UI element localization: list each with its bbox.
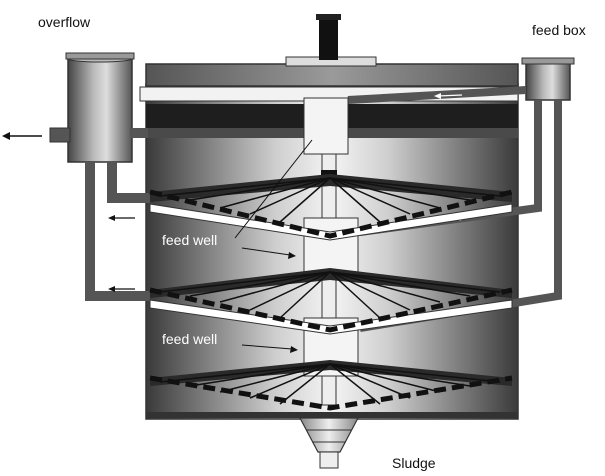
bottom-rake [149, 360, 513, 411]
sludge-outlet [319, 451, 339, 469]
flow-arrow-icon [241, 247, 296, 259]
flow-arrow-icon [434, 93, 463, 99]
flow-arrow-icon [2, 132, 42, 140]
overflow-box [65, 52, 135, 163]
outlet-pipe [49, 127, 71, 143]
flow-arrow-icon [108, 215, 135, 221]
settling-tray-2 [149, 268, 513, 335]
sludge-label: Sludge [392, 455, 436, 471]
flow-arrow-icon [241, 344, 298, 353]
feed-well-mid-box [303, 217, 359, 277]
settling-tray-1 [149, 174, 513, 241]
overflow-pipe-upper [107, 162, 150, 203]
overflow-pipe-lower [85, 162, 150, 301]
feed-well-upper-label: feed well [162, 232, 218, 248]
flow-arrow-icon [108, 286, 135, 292]
feed-well-lower-label: feed well [162, 331, 218, 347]
tank-bottom [146, 412, 518, 418]
sludge-cone [299, 417, 359, 453]
overflow-label: overflow [38, 14, 91, 30]
drive-motor-icon [316, 14, 341, 60]
tank-roof [145, 63, 519, 87]
feed-box-label: feed box [532, 22, 586, 38]
feed-box [521, 57, 575, 101]
overflow-connector [130, 128, 148, 138]
leader-line [234, 139, 313, 239]
shaft-collar [321, 170, 337, 178]
feed-well-upper-box [303, 97, 349, 155]
